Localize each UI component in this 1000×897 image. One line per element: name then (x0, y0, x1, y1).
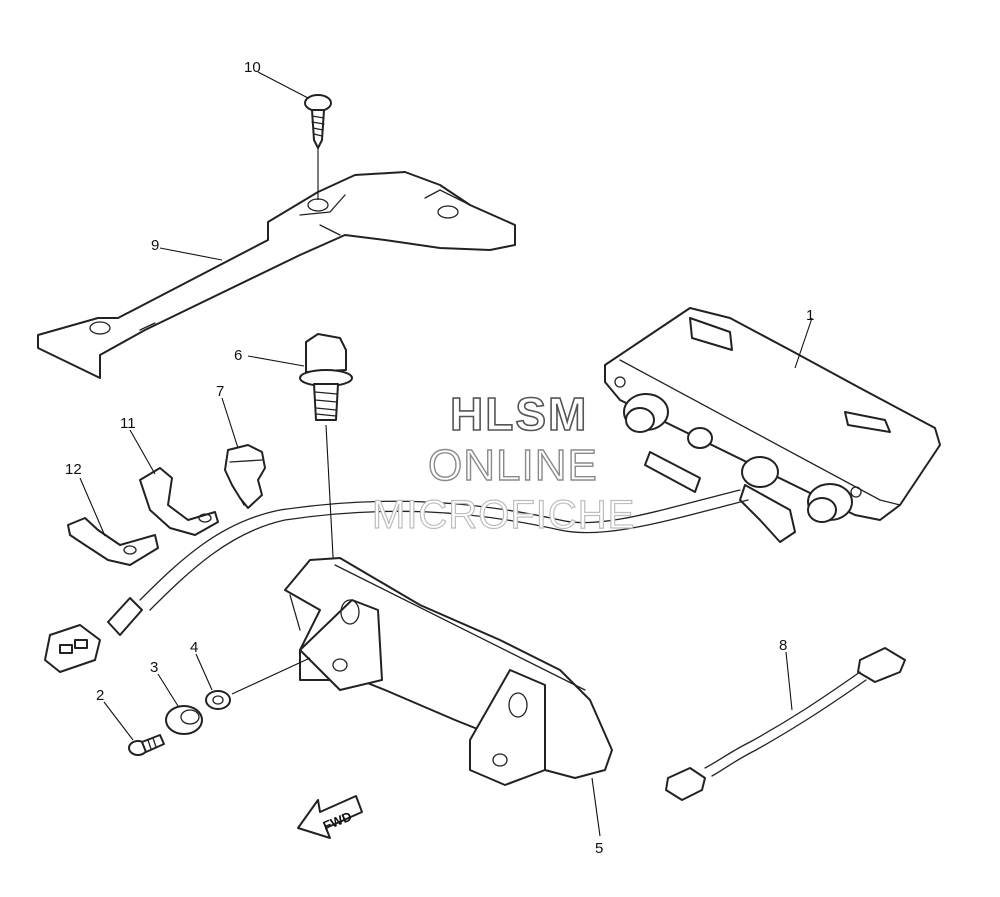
watermark-line-1: HLSM (450, 388, 588, 440)
collar-part-4 (205, 657, 311, 710)
bolt-part-6 (299, 333, 353, 651)
callout-11: 11 (120, 415, 136, 432)
bracket-part-5 (284, 557, 613, 786)
callout-1: 1 (806, 307, 814, 324)
callout-5: 5 (595, 840, 603, 857)
callout-8: 8 (779, 637, 787, 654)
wire-harness (44, 489, 749, 673)
screw-part-2 (128, 734, 165, 756)
callout-12: 12 (65, 461, 82, 478)
callout-9: 9 (151, 237, 159, 254)
callout-3: 3 (150, 659, 158, 676)
bracket-part-11 (139, 467, 219, 536)
taillight-part-1 (604, 307, 941, 543)
bracket-part-12 (67, 517, 159, 566)
fwd-arrow: FWD (297, 795, 363, 839)
callout-2: 2 (96, 687, 104, 704)
watermark-line-3: MICROFICHE (372, 493, 635, 537)
callout-10: 10 (244, 59, 261, 76)
grommet-part-3 (165, 705, 203, 735)
screw-part-10 (304, 94, 332, 200)
clip-part-7 (224, 444, 266, 509)
leader-lines (79, 71, 813, 837)
callout-4: 4 (190, 639, 198, 656)
callout-6: 6 (234, 347, 242, 364)
callout-labels: 10 9 1 6 7 11 12 4 3 2 8 5 (65, 59, 814, 857)
watermark-line-2: ONLINE (428, 441, 598, 490)
callout-7: 7 (216, 383, 224, 400)
watermark: HLSM ONLINE MICROFICHE (371, 387, 635, 537)
lead-wire-part-8 (665, 647, 906, 801)
bracket-part-9 (37, 171, 516, 379)
